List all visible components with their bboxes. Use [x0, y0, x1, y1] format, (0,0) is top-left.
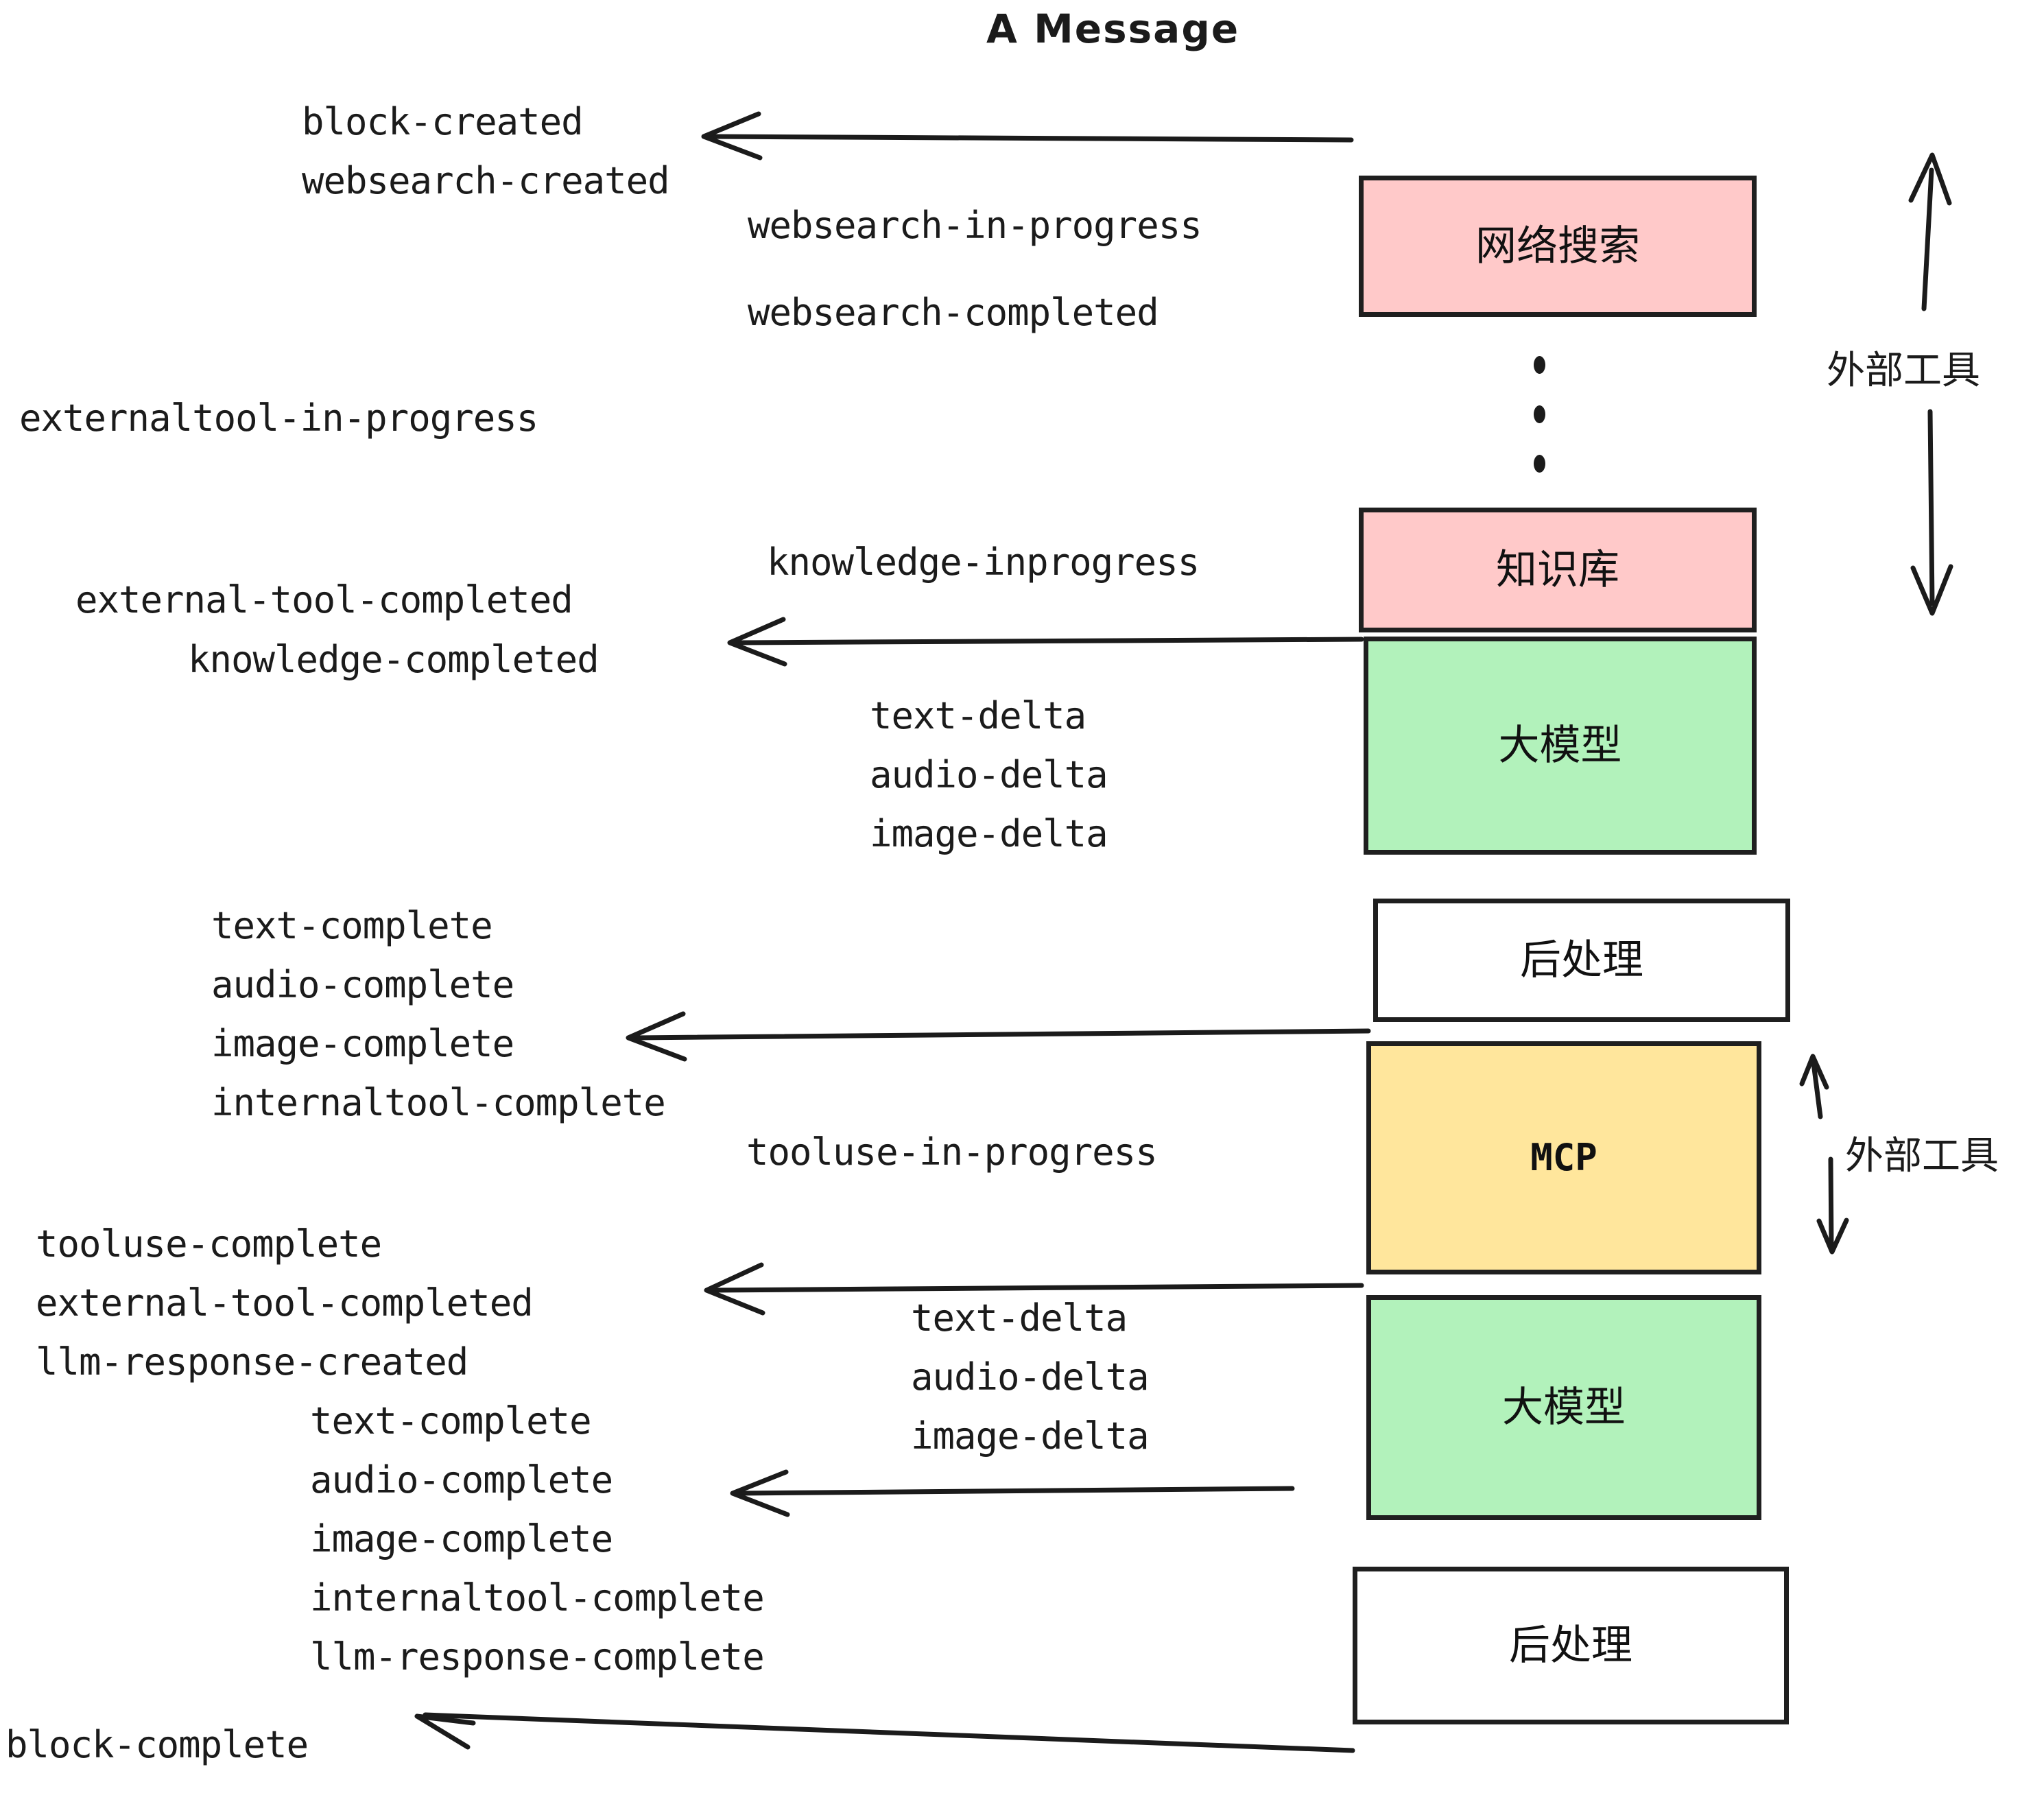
event-block-created: block-created — [302, 100, 584, 143]
event-text-complete-1: text-complete — [211, 904, 493, 947]
event-image-complete-1: image-complete — [211, 1022, 514, 1065]
event-audio-complete-1: audio-complete — [211, 963, 514, 1006]
event-image-delta-2: image-delta — [911, 1414, 1150, 1458]
event-block-complete: block-complete — [5, 1723, 309, 1766]
box-postprocess-2-label: 后处理 — [1509, 1622, 1632, 1670]
event-audio-delta-1: audio-delta — [870, 753, 1108, 796]
box-mcp-label: MCP — [1530, 1136, 1597, 1179]
event-tooluse-in-progress: tooluse-in-progress — [746, 1130, 1158, 1174]
box-llm-1: 大模型 — [1364, 637, 1757, 855]
vertical-ellipsis — [1532, 340, 1546, 488]
event-external-tool-completed-1: external-tool-completed — [75, 578, 573, 621]
box-llm-2: 大模型 — [1366, 1295, 1761, 1520]
arrow-llm1-to-knowledge-completed — [727, 617, 1364, 667]
event-image-complete-2: image-complete — [310, 1517, 613, 1560]
box-mcp: MCP — [1366, 1041, 1761, 1274]
box-postprocess-1: 后处理 — [1373, 899, 1790, 1022]
box-knowledge-label: 知识库 — [1496, 546, 1619, 594]
box-websearch: 网络搜索 — [1359, 176, 1757, 317]
event-audio-complete-2: audio-complete — [310, 1458, 613, 1502]
event-externaltool-in-progress: externaltool-in-progress — [19, 396, 538, 440]
arrow-llm2-to-audio-complete — [730, 1469, 1295, 1517]
event-llm-response-created: llm-response-created — [36, 1340, 468, 1384]
event-llm-response-complete: llm-response-complete — [310, 1635, 765, 1678]
event-internaltool-complete-2: internaltool-complete — [310, 1576, 765, 1619]
event-tooluse-complete: tooluse-complete — [36, 1222, 382, 1266]
event-knowledge-inprogress: knowledge-inprogress — [767, 541, 1200, 584]
box-llm-1-label: 大模型 — [1498, 722, 1622, 770]
box-postprocess-2: 后处理 — [1353, 1567, 1789, 1724]
event-text-complete-2: text-complete — [310, 1399, 592, 1443]
diagram-title: A Message — [986, 5, 1240, 52]
event-audio-delta-2: audio-delta — [911, 1355, 1150, 1399]
event-image-delta-1: image-delta — [870, 812, 1108, 855]
event-text-delta-2: text-delta — [911, 1296, 1128, 1340]
side-label-external-tools-top-text: 外部工具 — [1827, 348, 1980, 393]
event-websearch-in-progress: websearch-in-progress — [748, 204, 1202, 247]
arrow-websearch-to-created — [701, 111, 1354, 161]
box-knowledge: 知识库 — [1359, 508, 1757, 632]
event-websearch-created: websearch-created — [302, 159, 670, 202]
external-tools-arrow-bottom — [1799, 1054, 1849, 1255]
side-label-external-tools-bottom-text: 外部工具 — [1845, 1134, 1999, 1178]
box-websearch-label: 网络搜索 — [1475, 222, 1640, 270]
arrow-postprocess2-to-block-complete — [414, 1712, 1355, 1753]
box-postprocess-1-label: 后处理 — [1520, 936, 1643, 984]
event-text-delta-1: text-delta — [870, 694, 1086, 737]
event-knowledge-completed: knowledge-completed — [188, 638, 599, 681]
event-internaltool-complete-1: internaltool-complete — [211, 1081, 666, 1124]
arrow-to-image-complete — [626, 1011, 1371, 1062]
side-label-external-tools-top: 外部工具 — [1827, 340, 1980, 395]
side-label-external-tools-bottom: 外部工具 — [1845, 1125, 1999, 1180]
event-websearch-completed: websearch-completed — [748, 291, 1159, 334]
event-external-tool-completed-2: external-tool-completed — [36, 1281, 534, 1325]
box-llm-2-label: 大模型 — [1502, 1384, 1626, 1432]
